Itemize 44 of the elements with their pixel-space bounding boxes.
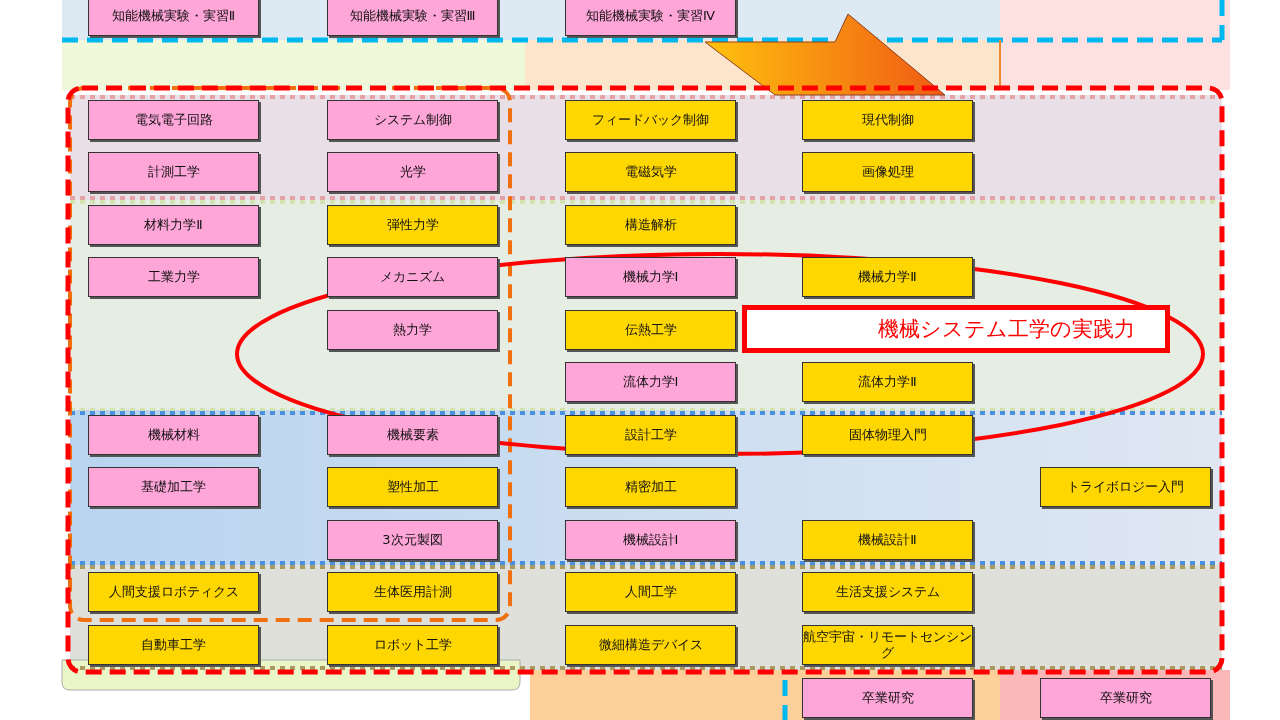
course-box: 計測工学 — [88, 152, 259, 192]
course-box: 機械力学Ⅰ — [565, 257, 736, 297]
course-box: 塑性加工 — [327, 467, 498, 507]
course-box: 現代制御 — [802, 100, 973, 140]
course-box: 電磁気学 — [565, 152, 736, 192]
course-box: 精密加工 — [565, 467, 736, 507]
course-box: 自動車工学 — [88, 625, 259, 665]
course-box: 人間工学 — [565, 572, 736, 612]
skill-label-box: 機械システム工学の実践力 — [742, 305, 1170, 353]
course-box: 設計工学 — [565, 415, 736, 455]
course-box: 光学 — [327, 152, 498, 192]
course-box: 機械材料 — [88, 415, 259, 455]
course-box: 微細構造デバイス — [565, 625, 736, 665]
course-box: 電気電子回路 — [88, 100, 259, 140]
course-box: ロボット工学 — [327, 625, 498, 665]
course-box: メカニズム — [327, 257, 498, 297]
course-box: 材料力学Ⅱ — [88, 205, 259, 245]
course-box: 機械力学Ⅱ — [802, 257, 973, 297]
course-box: 流体力学Ⅱ — [802, 362, 973, 402]
course-box: 卒業研究 — [802, 678, 973, 718]
course-box: 卒業研究 — [1040, 678, 1211, 718]
course-box: 知能機械実験・実習Ⅳ — [565, 0, 736, 36]
course-box: 流体力学Ⅰ — [565, 362, 736, 402]
course-box: 固体物理入門 — [802, 415, 973, 455]
course-box: 機械要素 — [327, 415, 498, 455]
course-box: 工業力学 — [88, 257, 259, 297]
course-box: 生体医用計測 — [327, 572, 498, 612]
course-box: 構造解析 — [565, 205, 736, 245]
course-box: 基礎加工学 — [88, 467, 259, 507]
course-box: 生活支援システム — [802, 572, 973, 612]
course-box: 機械設計Ⅱ — [802, 520, 973, 560]
course-box: フィードバック制御 — [565, 100, 736, 140]
course-box: 伝熱工学 — [565, 310, 736, 350]
course-box: 知能機械実験・実習Ⅱ — [88, 0, 259, 36]
course-box: システム制御 — [327, 100, 498, 140]
course-box: 知能機械実験・実習Ⅲ — [327, 0, 498, 36]
course-box: 熱力学 — [327, 310, 498, 350]
course-box: トライボロジー入門 — [1040, 467, 1211, 507]
course-box: 機械設計Ⅰ — [565, 520, 736, 560]
course-box: 人間支援ロボティクス — [88, 572, 259, 612]
course-box: 画像処理 — [802, 152, 973, 192]
course-box: 弾性力学 — [327, 205, 498, 245]
course-box: 3次元製図 — [327, 520, 498, 560]
course-box: 航空宇宙・リモートセンシング — [802, 625, 973, 665]
